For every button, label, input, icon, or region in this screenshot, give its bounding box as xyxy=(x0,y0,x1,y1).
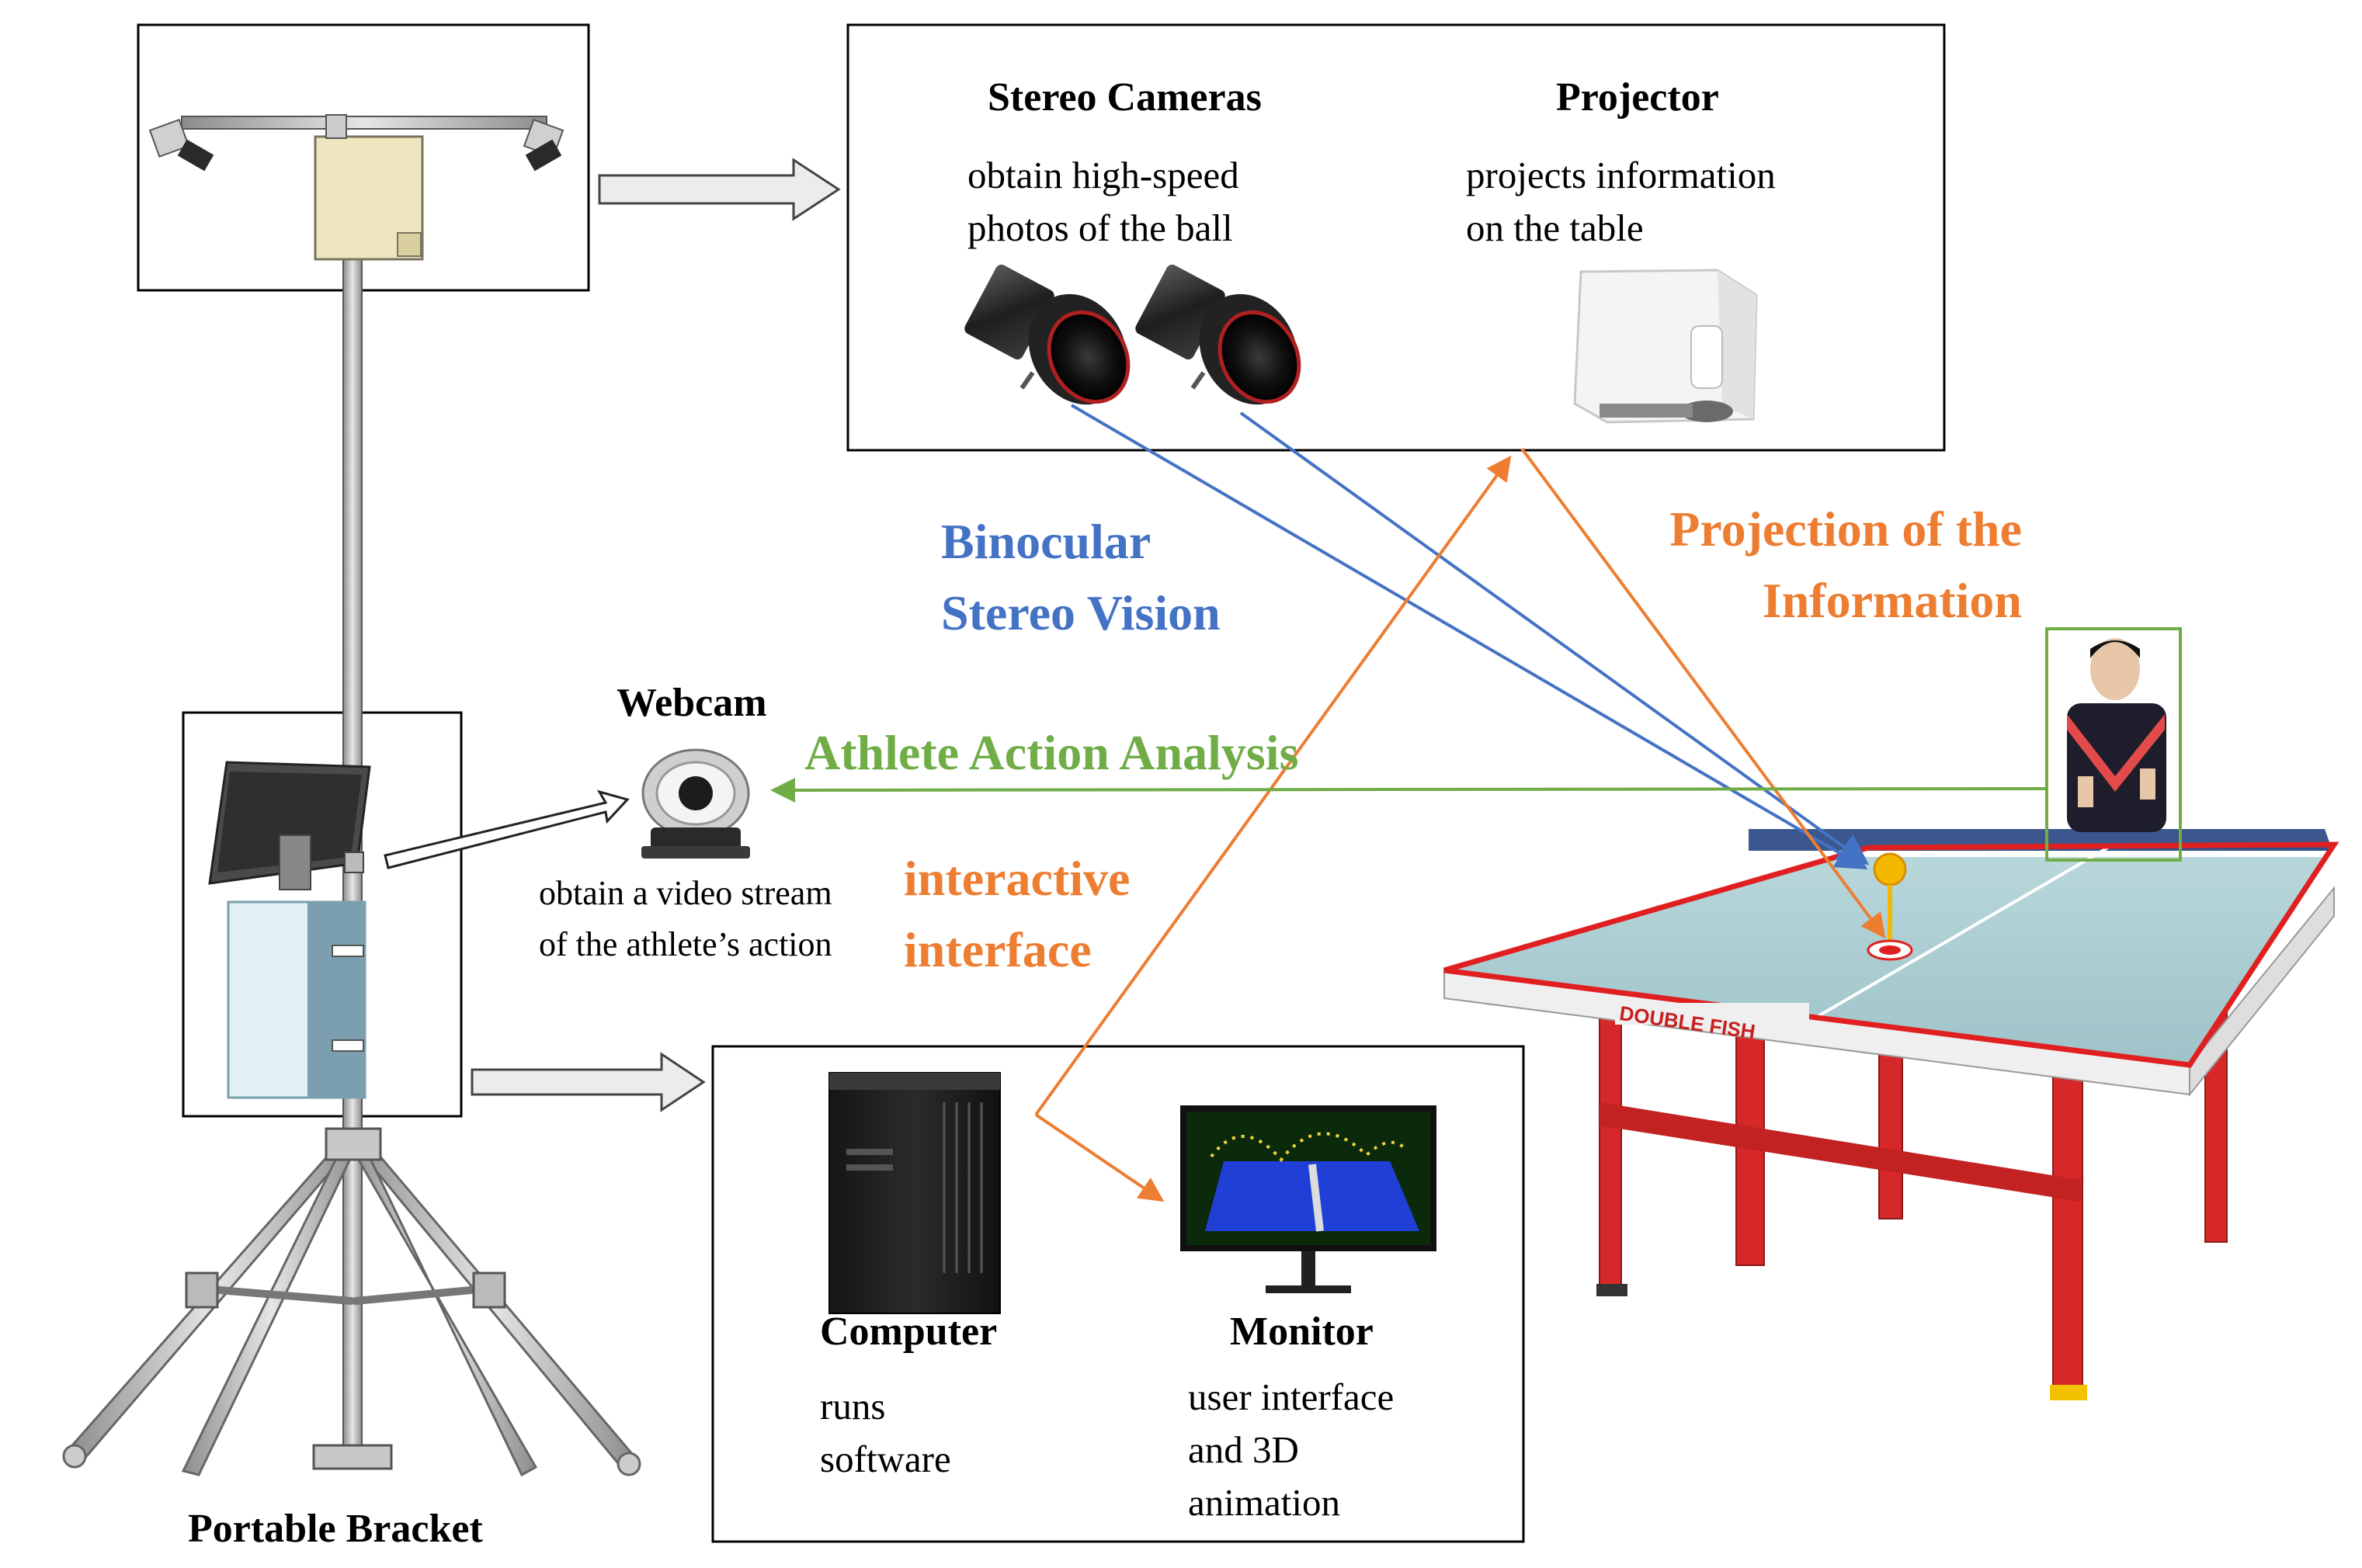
bracket-mini-monitor-and-box xyxy=(208,761,371,1099)
ball-marker xyxy=(1867,852,1913,961)
webcam-desc-line2: of the athlete’s action xyxy=(539,925,832,963)
computer-desc-line2: software xyxy=(820,1438,951,1480)
projector-icon xyxy=(1573,269,1758,424)
monitor-desc-line1: user interface xyxy=(1188,1375,1395,1418)
projection-ray xyxy=(1520,447,1886,939)
bracket-left-camera-icon xyxy=(148,118,214,172)
binocular-label-line2: Stereo Vision xyxy=(941,585,1221,640)
portable-bracket-title: Portable Bracket xyxy=(188,1507,483,1551)
interactive-label-line2: interface xyxy=(904,922,1092,977)
interactive-label-line1: interactive xyxy=(904,851,1131,906)
cameras-projector-frame xyxy=(846,23,1946,452)
portable-bracket-drawing xyxy=(62,248,641,1477)
stereo-cameras-desc-line2: photos of the ball xyxy=(967,206,1233,249)
stereo-cameras-title: Stereo Cameras xyxy=(988,75,1262,120)
binocular-ray-right xyxy=(1239,411,1870,866)
middle-bracket-frame xyxy=(182,711,463,1118)
projection-label-line1: Projection of the xyxy=(1669,501,2022,557)
binocular-label-line1: Binocular xyxy=(941,514,1151,569)
interactive-ray-projector xyxy=(1034,455,1512,1116)
athlete-analysis-ray xyxy=(770,777,2048,803)
projector-title: Projector xyxy=(1556,75,1719,120)
webcam-icon xyxy=(641,748,750,859)
top-bracket-camera-bar xyxy=(148,114,564,261)
athlete-analysis-label: Athlete Action Analysis xyxy=(804,725,1299,780)
binocular-ray-left xyxy=(1070,404,1868,870)
computer-desc-line1: runs xyxy=(820,1385,886,1428)
interactive-ray-monitor xyxy=(1034,1113,1165,1202)
computer-monitor-frame xyxy=(711,1045,1525,1543)
arrow-to-webcam xyxy=(384,789,630,869)
arrow-to-cameras xyxy=(598,158,841,221)
stereo-camera-right-icon xyxy=(1135,264,1301,405)
athlete-icon xyxy=(2045,627,2182,862)
projector-desc-line2: on the table xyxy=(1466,206,1644,249)
stereo-camera-left-icon xyxy=(964,264,1131,405)
projector-desc-line1: projects information xyxy=(1466,154,1776,196)
webcam-desc-line1: obtain a video stream xyxy=(539,874,832,912)
computer-title: Computer xyxy=(820,1310,998,1354)
stereo-cameras-desc-line1: obtain high-speed xyxy=(967,154,1239,196)
monitor-desc-line3: animation xyxy=(1188,1481,1340,1524)
top-bracket-frame xyxy=(137,23,590,292)
webcam-title: Webcam xyxy=(617,681,767,725)
computer-tower-icon xyxy=(828,1072,1001,1314)
projection-label-line2: Information xyxy=(1762,573,2022,628)
arrow-to-computer xyxy=(471,1052,706,1112)
monitor-desc-line2: and 3D xyxy=(1188,1428,1299,1471)
bracket-right-camera-icon xyxy=(523,118,564,172)
monitor-title: Monitor xyxy=(1230,1310,1374,1354)
monitor-icon xyxy=(1180,1105,1436,1293)
